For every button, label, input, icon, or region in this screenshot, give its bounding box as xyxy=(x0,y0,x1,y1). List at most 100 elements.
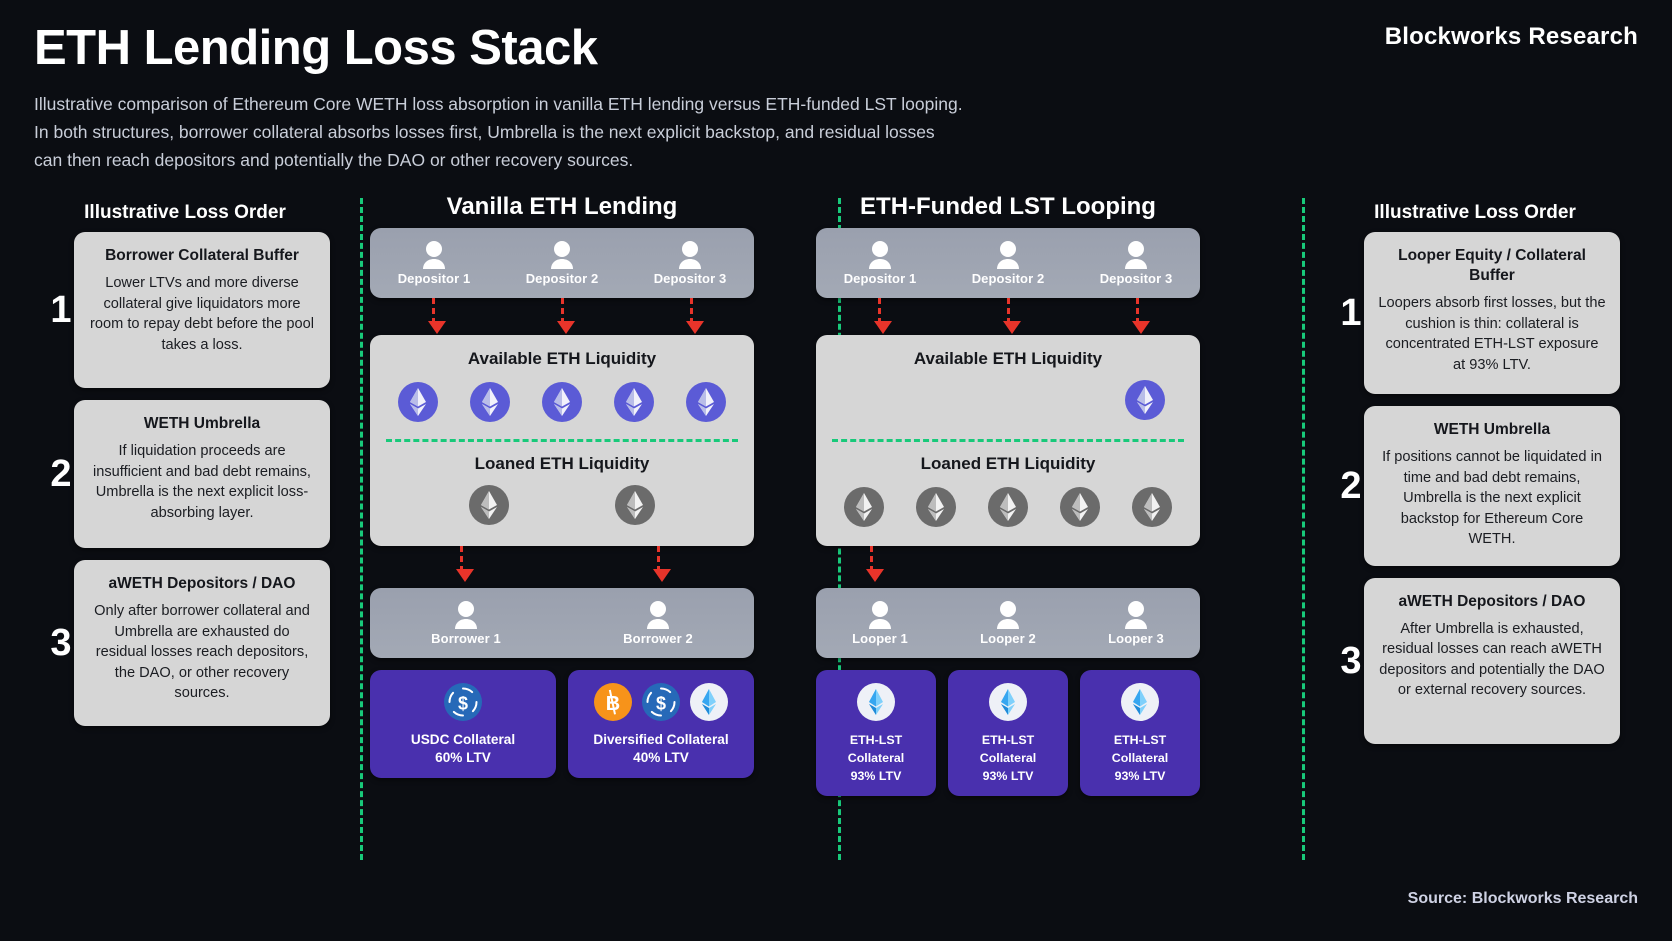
lst-icon xyxy=(690,683,728,721)
loaned-liquidity-title: Loaned ETH Liquidity xyxy=(920,454,1096,473)
person-label: Depositor 1 xyxy=(843,271,917,286)
person-entry: Looper 3 xyxy=(1072,600,1200,646)
eth-available-icon xyxy=(686,382,726,422)
person-label: Looper 2 xyxy=(980,631,1036,646)
btc-icon: B xyxy=(594,683,632,721)
eth-loaned-icon xyxy=(988,487,1028,527)
person-label: Borrower 2 xyxy=(623,631,693,646)
lst-icon xyxy=(989,683,1027,721)
eth-loaned-icon xyxy=(1060,487,1100,527)
eth-available-icon xyxy=(470,382,510,422)
person-icon xyxy=(997,241,1019,269)
collateral-ltv: 93% LTV xyxy=(850,769,902,783)
left-column-heading: Illustrative Loss Order xyxy=(84,202,286,223)
available-eth-coins xyxy=(382,379,742,425)
depositor-flow-arrows xyxy=(816,298,1200,335)
loaned-eth-coin xyxy=(614,484,656,531)
subtitle-line-3: can then reach depositors and potentiall… xyxy=(34,150,634,170)
loaned-eth-coins xyxy=(828,484,1188,530)
eth-loaned-icon xyxy=(1132,487,1172,527)
person-entry: Depositor 2 xyxy=(498,240,626,286)
column-divider-right xyxy=(1302,198,1305,860)
borrowers-bar: Borrower 1 Borrower 2 xyxy=(370,588,754,658)
loss-order-body: If liquidation proceeds are insufficient… xyxy=(93,443,311,521)
person-icon xyxy=(1125,601,1147,629)
vanilla-eth-lending-column: Depositor 1 Depositor 2 Depositor 3 Availa… xyxy=(370,228,754,778)
eth-available-icon xyxy=(614,382,654,422)
collateral-ltv: 60% LTV xyxy=(435,750,491,765)
subtitle-line-2: In both structures, borrower collateral … xyxy=(34,122,935,142)
eth-available-icon xyxy=(542,382,582,422)
person-icon xyxy=(423,241,445,269)
collateral-icons xyxy=(954,682,1062,722)
svg-text:$: $ xyxy=(656,694,666,714)
column-divider-left xyxy=(360,198,363,860)
loaned-eth-coin xyxy=(1116,486,1188,528)
person-label: Looper 3 xyxy=(1108,631,1164,646)
source-note: Source: Blockworks Research xyxy=(1407,890,1638,907)
person-icon xyxy=(997,601,1019,629)
page-subtitle: Illustrative comparison of Ethereum Core… xyxy=(34,90,1214,174)
person-entry: Looper 1 xyxy=(816,600,944,646)
eth-available-icon xyxy=(1125,379,1165,420)
person-icon xyxy=(551,241,573,269)
person-label: Depositor 3 xyxy=(653,271,727,286)
loss-order-body: After Umbrella is exhausted, residual lo… xyxy=(1379,620,1605,699)
collateral-card: ETH-LST Collateral 93% LTV xyxy=(948,670,1068,796)
loss-order-body: If positions cannot be liquidated in tim… xyxy=(1382,449,1602,547)
loaned-liquidity-title: Loaned ETH Liquidity xyxy=(474,454,650,473)
person-icon xyxy=(869,241,891,269)
loaned-eth-coins xyxy=(382,484,742,530)
flow-arrow xyxy=(455,546,474,582)
loss-order-title: aWETH Depositors / DAO xyxy=(1398,592,1586,610)
person-icon xyxy=(869,601,891,629)
person-label: Borrower 1 xyxy=(431,631,501,646)
eth-available-icon xyxy=(398,382,438,422)
person-label: Depositor 1 xyxy=(397,271,471,286)
loaned-eth-coin xyxy=(972,486,1044,528)
collateral-icons xyxy=(822,682,930,722)
loss-order-body: Loopers absorb first losses, but the cus… xyxy=(1378,295,1606,373)
usdc-icon: $ xyxy=(642,683,680,721)
loss-order-body: Lower LTVs and more diverse collateral g… xyxy=(90,275,314,353)
person-entry: Depositor 3 xyxy=(1072,240,1200,286)
pool-separator xyxy=(386,439,738,442)
flow-arrow xyxy=(1131,298,1150,334)
collateral-label: ETH-LST Collateral xyxy=(1111,733,1169,765)
collateral-label: ETH-LST Collateral xyxy=(979,733,1037,765)
eth-loaned-icon xyxy=(844,487,884,527)
loaned-eth-coin xyxy=(1044,486,1116,528)
lst-icon xyxy=(857,683,895,721)
person-icon xyxy=(1125,241,1147,269)
collateral-ltv: 93% LTV xyxy=(1114,769,1166,783)
loss-order-title: Borrower Collateral Buffer xyxy=(105,247,299,264)
person-entry: Depositor 2 xyxy=(944,240,1072,286)
available-eth-coin xyxy=(526,381,598,423)
collateral-card: ETH-LST Collateral 93% LTV xyxy=(1080,670,1200,796)
person-entry: Depositor 1 xyxy=(370,240,498,286)
collateral-ltv: 93% LTV xyxy=(982,769,1034,783)
loss-order-number: 2 xyxy=(1340,464,1362,507)
person-icon xyxy=(455,601,477,629)
available-liquidity-title: Available ETH Liquidity xyxy=(913,349,1103,368)
depositors-bar: Depositor 1 Depositor 2 Depositor 3 xyxy=(370,228,754,298)
available-eth-coin xyxy=(598,381,670,423)
person-entry: Borrower 2 xyxy=(562,600,754,646)
available-eth-coin xyxy=(1124,379,1166,426)
available-eth-coins xyxy=(828,379,1188,425)
loaned-eth-coin xyxy=(900,486,972,528)
eth-liquidity-pool: Available ETH Liquidity Loaned ETH Liqui… xyxy=(370,335,754,546)
loss-order-title: Looper Equity / Collateral Buffer xyxy=(1398,247,1586,284)
loss-order-number: 1 xyxy=(1340,292,1362,334)
loaned-eth-coin xyxy=(468,484,510,531)
usdc-icon: $ xyxy=(444,683,482,721)
